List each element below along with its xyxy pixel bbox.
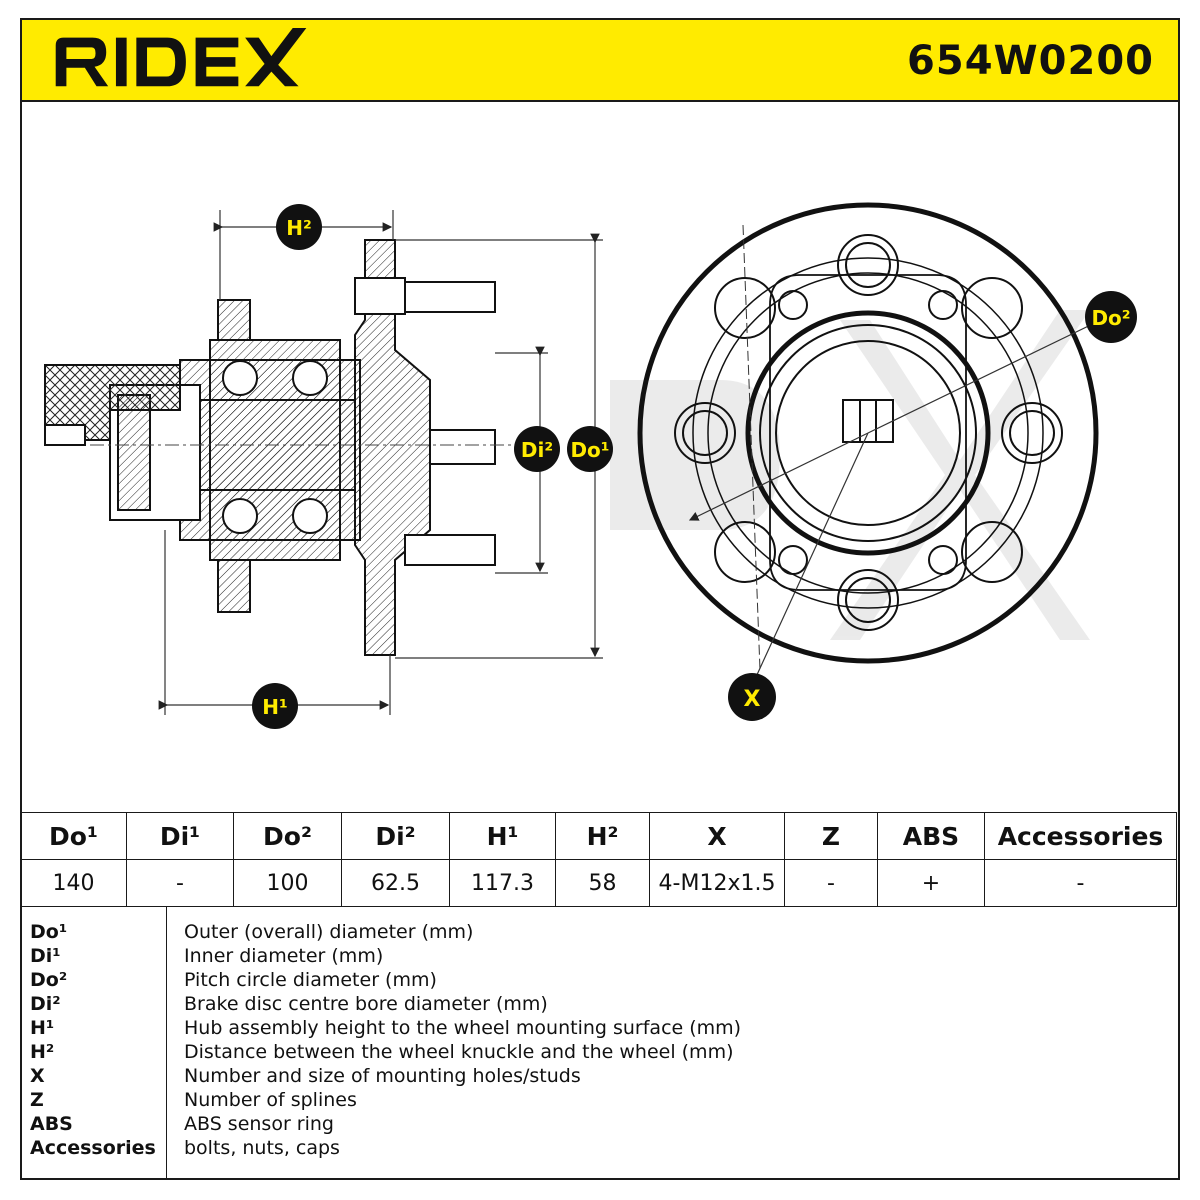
header-bar: 654W0200 — [22, 20, 1178, 102]
ridex-logo — [55, 27, 307, 87]
value-z: - — [784, 859, 878, 907]
svg-text:Do²: Do² — [1091, 306, 1130, 330]
value-abs: + — [877, 859, 985, 907]
part-number: 654W0200 — [907, 38, 1154, 84]
legend-divider — [166, 907, 167, 1179]
value-do2: 100 — [233, 859, 342, 907]
header-h2: H² — [555, 812, 650, 860]
value-h2: 58 — [555, 859, 650, 907]
header-h1: H¹ — [449, 812, 556, 860]
svg-text:H²: H² — [286, 216, 312, 240]
callout-do2: Do² — [1085, 291, 1137, 343]
header-abs: ABS — [877, 812, 985, 860]
value-x: 4-M12x1.5 — [649, 859, 785, 907]
value-di2: 62.5 — [341, 859, 450, 907]
watermark — [610, 310, 1090, 640]
value-h1: 117.3 — [449, 859, 556, 907]
dimension-lines — [158, 210, 603, 715]
header-di1: Di¹ — [126, 812, 234, 860]
value-do1: 140 — [20, 859, 127, 907]
spec-table-header-row: Do¹ Di¹ Do² Di² H¹ H² X Z ABS Accessorie… — [20, 812, 1177, 860]
callout-di2: Di² — [514, 426, 560, 472]
callout-x: X — [728, 673, 776, 721]
callout-do1: Do¹ — [567, 426, 613, 472]
header-z: Z — [784, 812, 878, 860]
header-x: X — [649, 812, 785, 860]
header-di2: Di² — [341, 812, 450, 860]
svg-text:H¹: H¹ — [262, 695, 288, 719]
header-accessories: Accessories — [984, 812, 1177, 860]
spec-table: Do¹ Di¹ Do² Di² H¹ H² X Z ABS Accessorie… — [20, 812, 1177, 907]
callout-h2: H² — [276, 204, 322, 250]
svg-text:Do¹: Do¹ — [570, 438, 609, 462]
front-view — [637, 202, 1107, 691]
header-do2: Do² — [233, 812, 342, 860]
svg-text:X: X — [744, 687, 761, 712]
side-view — [44, 239, 520, 656]
svg-text:Di²: Di² — [521, 438, 553, 462]
product-sheet: 654W0200 — [20, 18, 1180, 1180]
header-do1: Do¹ — [20, 812, 127, 860]
spec-table-value-row: 140 - 100 62.5 117.3 58 4-M12x1.5 - + - — [20, 859, 1177, 907]
callout-h1: H¹ — [252, 683, 298, 729]
value-di1: - — [126, 859, 234, 907]
value-accessories: - — [984, 859, 1177, 907]
